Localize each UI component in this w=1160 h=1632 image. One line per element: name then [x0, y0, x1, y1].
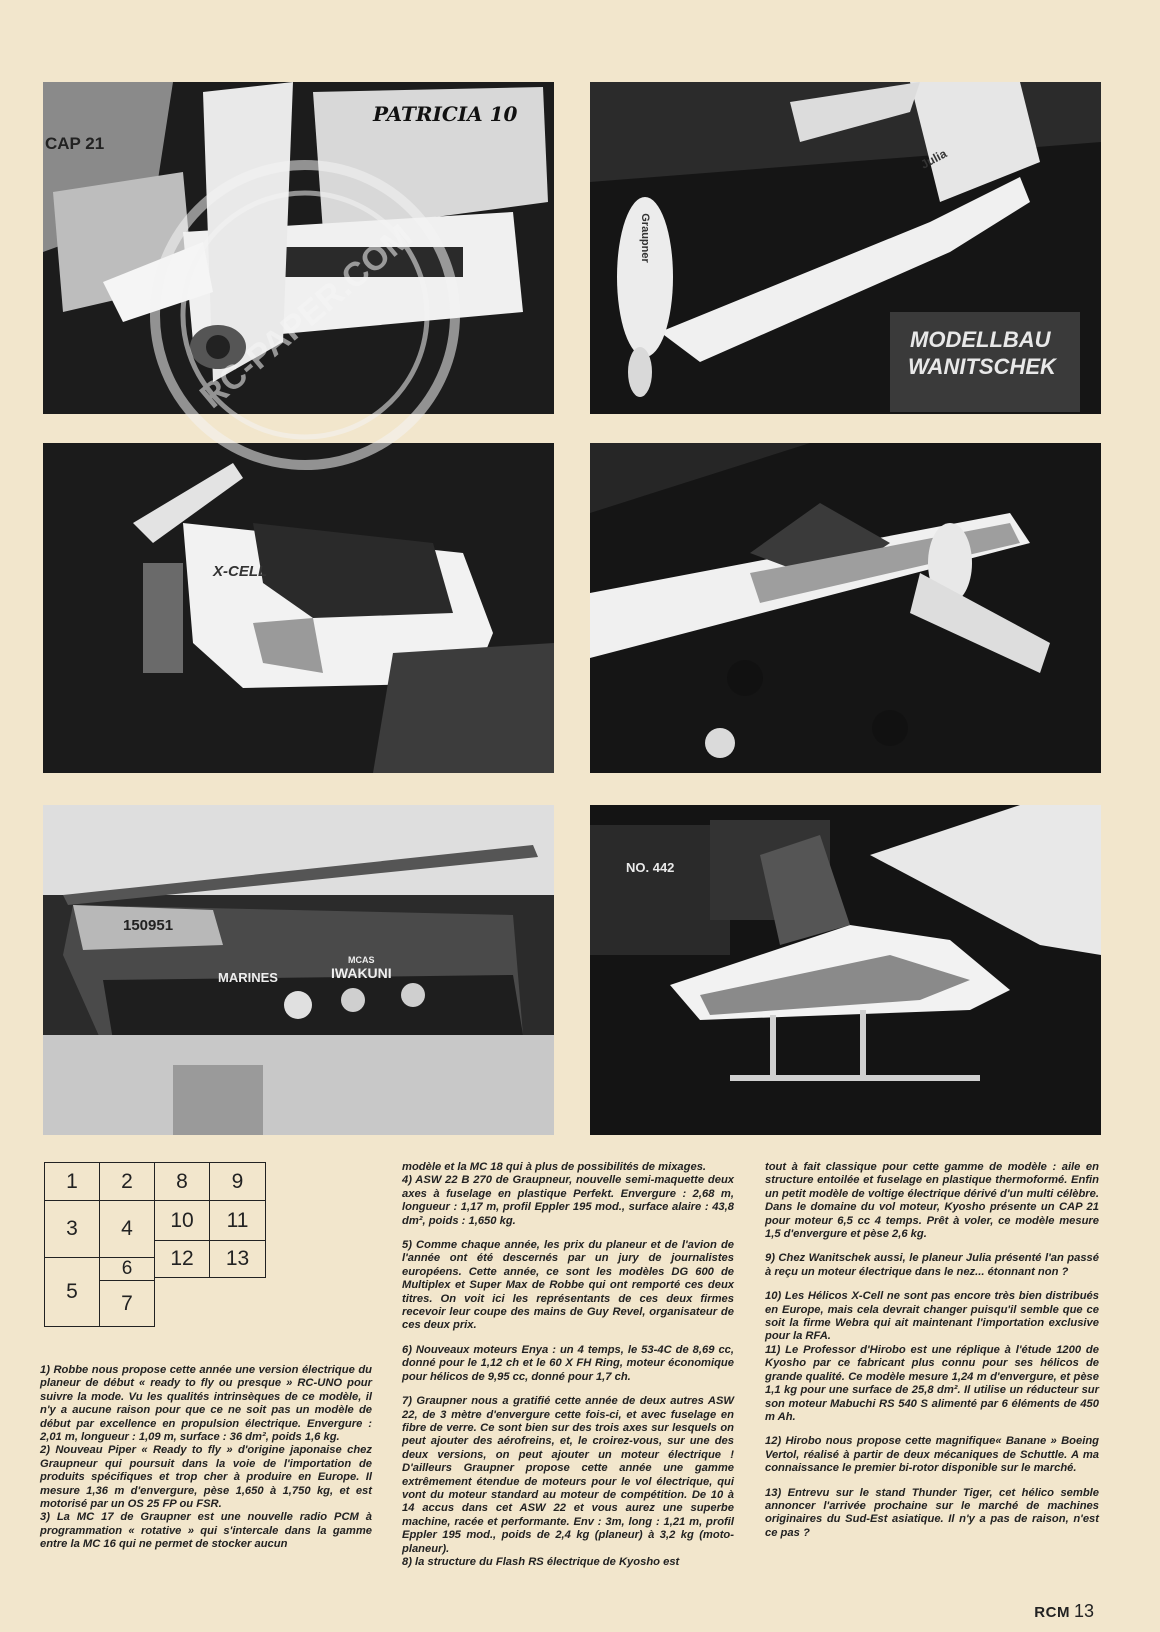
photo-boeing-vertol: MARINES MCAS IWAKUNI 150951: [43, 805, 554, 1135]
key-cell-6: 6: [99, 1257, 155, 1281]
key-cell-4: 4: [99, 1200, 155, 1258]
fin-label-graupner: Graupner: [638, 213, 651, 263]
photo-patricia-plane: PATRICIA 10 CAP 21: [43, 82, 554, 414]
key-cell-9: 9: [209, 1162, 266, 1201]
boeing-vertol-image: [43, 805, 554, 1135]
key-cell-11: 11: [209, 1200, 266, 1241]
photo-julia-glider: MODELLBAU WANITSCHEK Julia Graupner: [590, 82, 1101, 414]
thunder-tiger-heli-image: [590, 805, 1101, 1135]
key-cell-12: 12: [154, 1240, 210, 1278]
fuselage-label-mcas: MCAS: [348, 955, 375, 965]
caption-13: 13) Entrevu sur le stand Thunder Tiger, …: [765, 1486, 1099, 1539]
photo-key-grid: 1 2 8 9 3 4 10 11 6 12 13 5 7: [44, 1162, 266, 1327]
display-label-no442: NO. 442: [626, 860, 675, 875]
caption-1: 1) Robbe nous propose cette année une ve…: [40, 1364, 372, 1444]
xcell-helicopter-image: [43, 443, 554, 773]
sign-modellbau: MODELLBAU: [910, 327, 1051, 352]
article-column-1: 1) Robbe nous propose cette année une ve…: [40, 1364, 372, 1552]
key-cell-1: 1: [44, 1162, 100, 1201]
patricia-plane-image: [43, 82, 554, 414]
box-label-patricia: PATRICIA 10: [373, 102, 518, 126]
fuselage-label-marines: MARINES: [218, 970, 278, 985]
key-cell-10: 10: [154, 1200, 210, 1241]
photo-piper-plane: [590, 443, 1101, 773]
key-cell-5: 5: [44, 1257, 100, 1327]
caption-3: 3) La MC 17 de Graupner est une nouvelle…: [40, 1511, 372, 1551]
key-cell-13: 13: [209, 1240, 266, 1278]
caption-3-continued: modèle et la MC 18 qui à plus de possibi…: [402, 1161, 707, 1173]
sign-wanitschek: WANITSCHEK: [908, 354, 1056, 379]
photo-xcell-helicopter: X-CELL: [43, 443, 554, 773]
caption-6: 6) Nouveaux moteurs Enya : un 4 temps, l…: [402, 1343, 734, 1383]
caption-12: 12) Hirobo nous propose cette magnifique…: [765, 1435, 1099, 1475]
page-number: 13: [1073, 1601, 1094, 1621]
caption-7: 7) Graupner nous a gratifié cette année …: [402, 1395, 734, 1555]
serial-number: 150951: [123, 917, 174, 934]
key-cell-7: 7: [99, 1280, 155, 1327]
fuselage-label-iwakuni: IWAKUNI: [331, 965, 392, 981]
caption-8-continued: tout à fait classique pour cette gamme d…: [765, 1161, 1099, 1241]
caption-9: 9) Chez Wanitschek aussi, le planeur Jul…: [765, 1252, 1099, 1278]
julia-glider-image: [590, 82, 1101, 414]
key-cell-2: 2: [99, 1162, 155, 1201]
piper-plane-image: [590, 443, 1101, 773]
caption-10: 10) Les Hélicos X-Cell ne sont pas encor…: [765, 1290, 1099, 1343]
article-column-2: modèle et la MC 18 qui à plus de possibi…: [402, 1161, 734, 1569]
key-cell-8: 8: [154, 1162, 210, 1201]
caption-5: 5) Comme chaque année, les prix du plane…: [402, 1239, 734, 1332]
caption-8: 8) la structure du Flash RS électrique d…: [402, 1555, 680, 1568]
canopy-label-xcell: X-CELL: [213, 563, 268, 580]
caption-4: 4) ASW 22 B 270 de Graupneur, nouvelle s…: [402, 1174, 734, 1227]
photo-thunder-tiger-heli: NO. 442: [590, 805, 1101, 1135]
caption-2: 2) Nouveau Piper « Ready to fly » d'orig…: [40, 1444, 372, 1511]
article-column-3: tout à fait classique pour cette gamme d…: [765, 1161, 1099, 1540]
box-label-cap21: CAP 21: [45, 134, 105, 153]
magazine-brand: RCM: [1034, 1604, 1070, 1621]
key-cell-3: 3: [44, 1200, 100, 1258]
caption-11: 11) Le Professor d'Hirobo est une répliq…: [765, 1343, 1099, 1423]
